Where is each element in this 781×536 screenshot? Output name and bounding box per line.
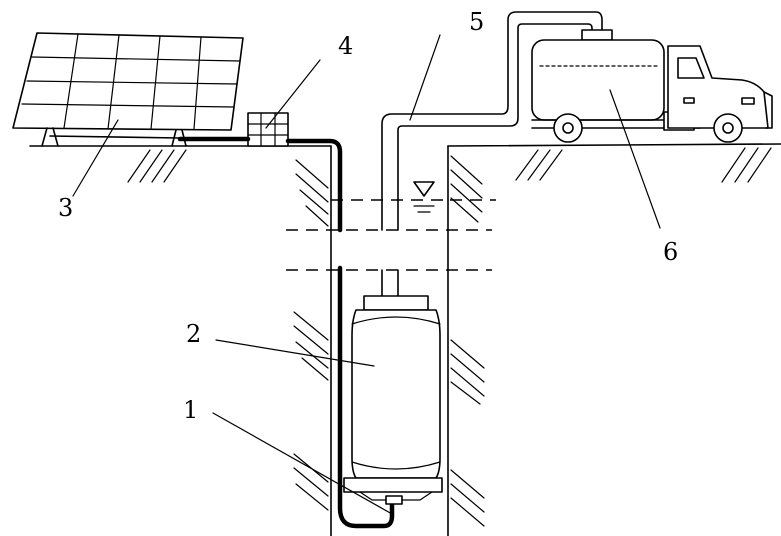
water-level	[331, 181, 496, 213]
ground-hatching	[127, 147, 772, 527]
label-1: 1	[183, 396, 198, 424]
leader-lines	[72, 34, 661, 515]
solar-panel	[12, 32, 244, 147]
label-2: 2	[186, 320, 201, 348]
break-lines	[286, 229, 492, 271]
leader-line-3	[72, 119, 119, 197]
leader-line-1	[212, 412, 393, 515]
labels: 1 2 3 4 5 6	[58, 8, 678, 424]
controller-box	[247, 112, 289, 147]
submersible-pump	[343, 295, 443, 505]
power-cable	[177, 136, 395, 529]
leader-line-5	[409, 34, 441, 121]
label-3: 3	[58, 194, 73, 222]
leader-line-2	[215, 339, 375, 367]
leader-line-4	[265, 59, 321, 129]
label-5: 5	[469, 8, 484, 36]
leader-line-6	[609, 89, 661, 229]
label-4: 4	[338, 32, 353, 60]
tanker-truck	[531, 29, 773, 143]
label-6: 6	[663, 238, 678, 266]
delivery-pipe	[381, 11, 603, 297]
